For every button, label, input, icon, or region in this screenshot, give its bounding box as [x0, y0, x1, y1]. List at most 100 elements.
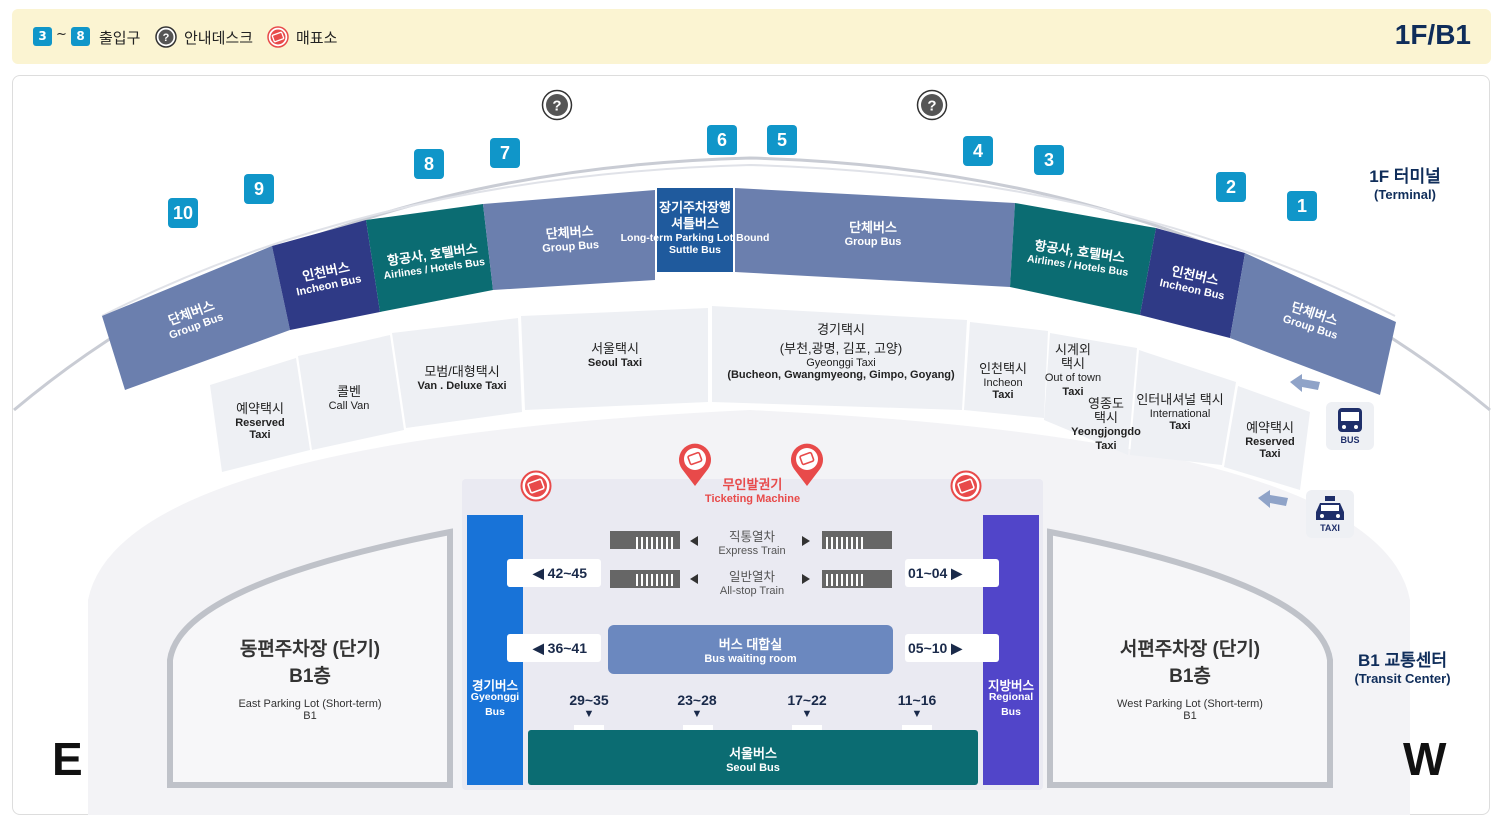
terminal-title-ko: 1F 터미널 [1369, 167, 1441, 186]
door-8[interactable]: 8 [414, 149, 444, 179]
door-4[interactable]: 4 [963, 136, 993, 166]
west-parking-label[interactable]: 서편주차장 (단기) B1층 West Parking Lot (Short-t… [1117, 639, 1263, 722]
seoul-bus-en: Seoul Bus [726, 762, 780, 774]
gate-left-mid[interactable]: ◀ 36~41 [533, 640, 587, 656]
west-parking-shape [1047, 528, 1333, 788]
door-10[interactable]: 10 [168, 198, 198, 228]
bus-zone-shuttle-label: 장기주차장행 셔틀버스 Long-term Parking Lot Bound … [620, 200, 770, 256]
taxi-zone-seoul[interactable] [521, 308, 708, 410]
taxi-zone-callvan[interactable] [298, 335, 404, 450]
ticketing-machine-pin-right[interactable] [789, 442, 825, 488]
gate-tab-left-top [507, 559, 601, 587]
bus-stop-icon-label: BUS [1340, 435, 1360, 445]
taxi-arrow-icon [1258, 490, 1288, 508]
gate-left-mid-label: 36~41 [547, 640, 587, 656]
ticket-office-icon-left[interactable] [520, 470, 552, 502]
bus-waiting-room-en: Bus waiting room [704, 653, 797, 665]
east-compass-label: E [52, 733, 83, 785]
ticket-office-icon [267, 26, 289, 48]
regional-bus-en2: Bus [1001, 706, 1021, 718]
door-6[interactable]: 6 [707, 125, 737, 155]
allstop-train-left [610, 570, 680, 588]
gate-tab-left-mid [507, 634, 601, 662]
taxi-zone-reserved-2[interactable] [1224, 386, 1310, 490]
ticket-office-label: 매표소 [296, 29, 338, 47]
gate-bottom-4[interactable]: 11~16▼ [897, 692, 937, 720]
bus-zone-airline-2[interactable] [1010, 203, 1156, 315]
info-desk-left-glyph: ? [552, 98, 561, 115]
bus-waiting-room[interactable]: 버스 대합실 Bus waiting room [608, 625, 893, 674]
legend-bar: 3 ~ 8 출입구 ? 안내데스크 매표소 1F/B1 [12, 9, 1491, 64]
bus-zone-shuttle[interactable] [657, 188, 733, 272]
seoul-bus-ko: 서울버스 [729, 746, 777, 761]
door-7[interactable]: 7 [490, 138, 520, 168]
taxi-zone-van-deluxe[interactable] [392, 318, 522, 428]
ticket-office-icon-right[interactable] [950, 470, 982, 502]
info-desk-right-glyph: ? [927, 98, 936, 115]
info-desk-icon-right[interactable]: ? [916, 89, 948, 121]
taxi-zone-outoftown[interactable] [1044, 333, 1137, 455]
info-desk-label: 안내데스크 [184, 29, 254, 47]
taxi-zone-international[interactable] [1130, 350, 1236, 465]
gyeonggi-bus-ko: 경기버스 [471, 679, 518, 693]
gate-right-top[interactable]: 01~04 ▶ [908, 565, 962, 581]
gate-bottom-1[interactable]: 29~35▼ [569, 692, 609, 720]
ticketing-machine-pin-left[interactable] [677, 442, 713, 488]
door-3[interactable]: 3 [1034, 145, 1064, 175]
entrance-to-badge: 8 [71, 27, 90, 46]
info-desk-icon-left[interactable]: ? [541, 89, 573, 121]
bus-zone-incheon-1[interactable] [272, 220, 380, 330]
gate-tab-right-mid [905, 634, 999, 662]
taxi-zone-gyeonggi[interactable] [712, 306, 967, 410]
express-train-right [822, 531, 892, 549]
regional-bus-ko: 지방버스 [987, 679, 1034, 693]
bus-zone-group-3[interactable] [735, 188, 1015, 287]
train-tracks [610, 531, 892, 588]
gate-right-mid[interactable]: 05~10 ▶ [908, 640, 962, 656]
regional-bus-en1: Regional [988, 691, 1034, 703]
gyeonggi-bus-en2: Bus [485, 706, 505, 718]
entrance-from-badge: 3 [33, 27, 52, 46]
terminal-title: 1F 터미널 (Terminal) [1350, 162, 1460, 202]
door-9[interactable]: 9 [244, 174, 274, 204]
seoul-bus-zone[interactable]: 서울버스 Seoul Bus [528, 730, 978, 785]
door-1[interactable]: 1 [1287, 191, 1317, 221]
bus-zone-incheon-2[interactable] [1140, 228, 1245, 338]
taxi-zone-gyeonggi-label: 경기택시 (부천,광명, 김포, 고양) Gyeonggi Taxi (Buch… [727, 322, 955, 381]
east-parking-shape [167, 528, 453, 788]
entrance-tilde: ~ [56, 27, 67, 42]
ticketing-machine-label: 무인발권기 Ticketing Machine [704, 477, 801, 505]
gate-bottom-2[interactable]: 23~28▼ [677, 692, 717, 720]
bus-waiting-room-ko: 버스 대합실 [718, 637, 783, 652]
gate-right-top-label: 01~04 [908, 565, 948, 581]
bus-zone-group-2[interactable] [483, 190, 655, 290]
taxi-stand-icon[interactable]: TAXI [1306, 490, 1354, 538]
bus-stop-icon[interactable]: BUS [1326, 402, 1374, 450]
taxi-zone-reserved-1[interactable] [210, 358, 310, 472]
door-5[interactable]: 5 [767, 125, 797, 155]
express-train-left [610, 531, 680, 549]
bus-zone-group-1[interactable] [102, 246, 290, 390]
door-2[interactable]: 2 [1216, 172, 1246, 202]
bus-zone-airline-1[interactable] [366, 204, 493, 312]
gate-left-top[interactable]: ◀ 42~45 [533, 565, 587, 581]
gate-tab-right-top [905, 559, 999, 587]
bus-zone-group-4[interactable] [1230, 253, 1396, 395]
taxi-zone-incheon[interactable] [964, 322, 1048, 418]
gate-bottom-3[interactable]: 17~22▼ [787, 692, 827, 720]
gate-left-top-label: 42~45 [547, 565, 587, 581]
east-parking-label[interactable]: 동편주차장 (단기) B1층 East Parking Lot (Short-t… [238, 639, 382, 722]
taxi-stand-icon-label: TAXI [1320, 523, 1340, 533]
gyeonggi-bus-en1: Gyeonggi [470, 691, 520, 703]
west-compass-label: W [1403, 733, 1447, 785]
entrance-label: 출입구 [99, 29, 141, 47]
express-train-label: 직통열차 Express Train [718, 530, 786, 557]
terminal-title-en: (Terminal) [1374, 187, 1436, 202]
